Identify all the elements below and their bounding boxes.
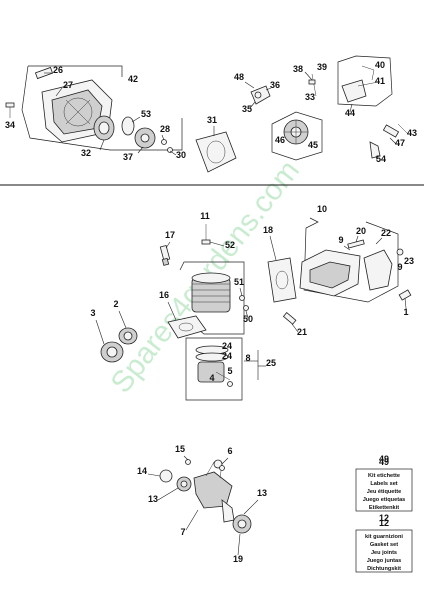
small-parts-38-39-33 xyxy=(304,71,317,97)
callout-7: 7 xyxy=(180,527,185,537)
callout-39: 39 xyxy=(317,62,327,72)
callout-25: 25 xyxy=(266,358,276,368)
callout-38: 38 xyxy=(293,64,303,74)
callout-28: 28 xyxy=(160,124,170,134)
callout-49: 49 xyxy=(379,454,389,464)
bolt-11 xyxy=(201,224,225,247)
callout-15: 15 xyxy=(175,444,185,454)
callout-9: 9 xyxy=(338,235,343,245)
callout-5: 5 xyxy=(227,366,232,376)
callout-2: 2 xyxy=(113,299,118,309)
small-parts-43-47-54 xyxy=(369,123,409,161)
small-parts-48-36-35 xyxy=(244,81,272,109)
callout-16: 16 xyxy=(159,290,169,300)
callout-41: 41 xyxy=(375,76,385,86)
gasket-set-number: 12 xyxy=(379,518,389,528)
callout-13b: 13 xyxy=(257,488,267,498)
callout-23: 23 xyxy=(404,256,414,266)
callout-35: 35 xyxy=(242,104,252,114)
intake-parts-2-3 xyxy=(95,310,138,363)
callout-48: 48 xyxy=(234,72,244,82)
flywheel-group xyxy=(271,111,323,161)
bolt-1 xyxy=(398,289,412,309)
callout-10: 10 xyxy=(317,204,327,214)
callout-8: 8 xyxy=(245,353,250,363)
callout-45: 45 xyxy=(308,140,318,150)
labels-set-line-5: Etikettenkit xyxy=(369,505,399,511)
gasket-set-line-1: kit guarnizioni xyxy=(365,534,403,540)
callout-6: 6 xyxy=(227,446,232,456)
callout-44: 44 xyxy=(345,108,355,118)
callout-42: 42 xyxy=(128,74,138,84)
flange-plate xyxy=(195,126,237,173)
labels-set-line-4: Juego etiquetas xyxy=(363,497,406,503)
callout-12: 12 xyxy=(379,513,389,523)
gasket-set-box: kit guarnizioni Gasket set Jeu joints Ju… xyxy=(355,529,413,573)
labels-set-box: Kit etichette Labels set Jeu étiquette J… xyxy=(355,468,413,512)
callout-4: 4 xyxy=(209,373,214,383)
part-21 xyxy=(282,312,299,333)
callout-54: 54 xyxy=(376,154,386,164)
callout-30: 30 xyxy=(176,150,186,160)
gasket-set-line-4: Juego juntas xyxy=(367,558,402,564)
callout-20: 20 xyxy=(356,226,366,236)
callout-22: 22 xyxy=(381,228,391,238)
callout-33: 33 xyxy=(305,92,315,102)
exhaust-gasket xyxy=(267,235,297,303)
callout-32: 32 xyxy=(81,148,91,158)
labels-set-line-1: Kit etichette xyxy=(368,473,400,479)
callout-17: 17 xyxy=(165,230,175,240)
callout-50: 50 xyxy=(243,314,253,324)
gasket-set-line-3: Jeu joints xyxy=(371,550,397,556)
callout-31: 31 xyxy=(207,115,217,125)
callout-14: 14 xyxy=(137,466,147,476)
callout-13: 13 xyxy=(148,494,158,504)
callout-18: 18 xyxy=(263,225,273,235)
callout-11: 11 xyxy=(200,211,210,221)
callout-3: 3 xyxy=(90,308,95,318)
callout-9b: 9 xyxy=(397,262,402,272)
callout-27: 27 xyxy=(63,80,73,90)
labels-set-line-3: Jeu étiquette xyxy=(367,489,402,495)
callout-24b: 24 xyxy=(222,351,232,361)
callout-46: 46 xyxy=(275,135,285,145)
callout-51: 51 xyxy=(234,277,244,287)
labels-set-number: 49 xyxy=(379,457,389,467)
starter-housing-group xyxy=(5,65,183,156)
ignition-module-group xyxy=(337,55,393,113)
callout-19: 19 xyxy=(233,554,243,564)
labels-set-line-2: Labels set xyxy=(370,481,397,487)
callout-21: 21 xyxy=(297,327,307,337)
callout-43: 43 xyxy=(407,128,417,138)
callout-53: 53 xyxy=(141,109,151,119)
callout-52: 52 xyxy=(225,240,235,250)
callout-47: 47 xyxy=(395,138,405,148)
callout-37: 37 xyxy=(123,152,133,162)
gasket-set-line-5: Dichtungskit xyxy=(367,566,401,572)
callout-36: 36 xyxy=(270,80,280,90)
callout-24: 24 xyxy=(222,341,232,351)
callout-40: 40 xyxy=(375,60,385,70)
callout-34: 34 xyxy=(5,120,15,130)
piston-group xyxy=(185,337,266,401)
callout-1: 1 xyxy=(403,307,408,317)
gasket-set-line-2: Gasket set xyxy=(370,542,398,548)
callout-26: 26 xyxy=(53,65,63,75)
spark-plug xyxy=(159,241,171,266)
cylinder-group xyxy=(167,261,249,339)
muffler-group xyxy=(299,217,404,303)
crankshaft-group xyxy=(147,455,259,556)
